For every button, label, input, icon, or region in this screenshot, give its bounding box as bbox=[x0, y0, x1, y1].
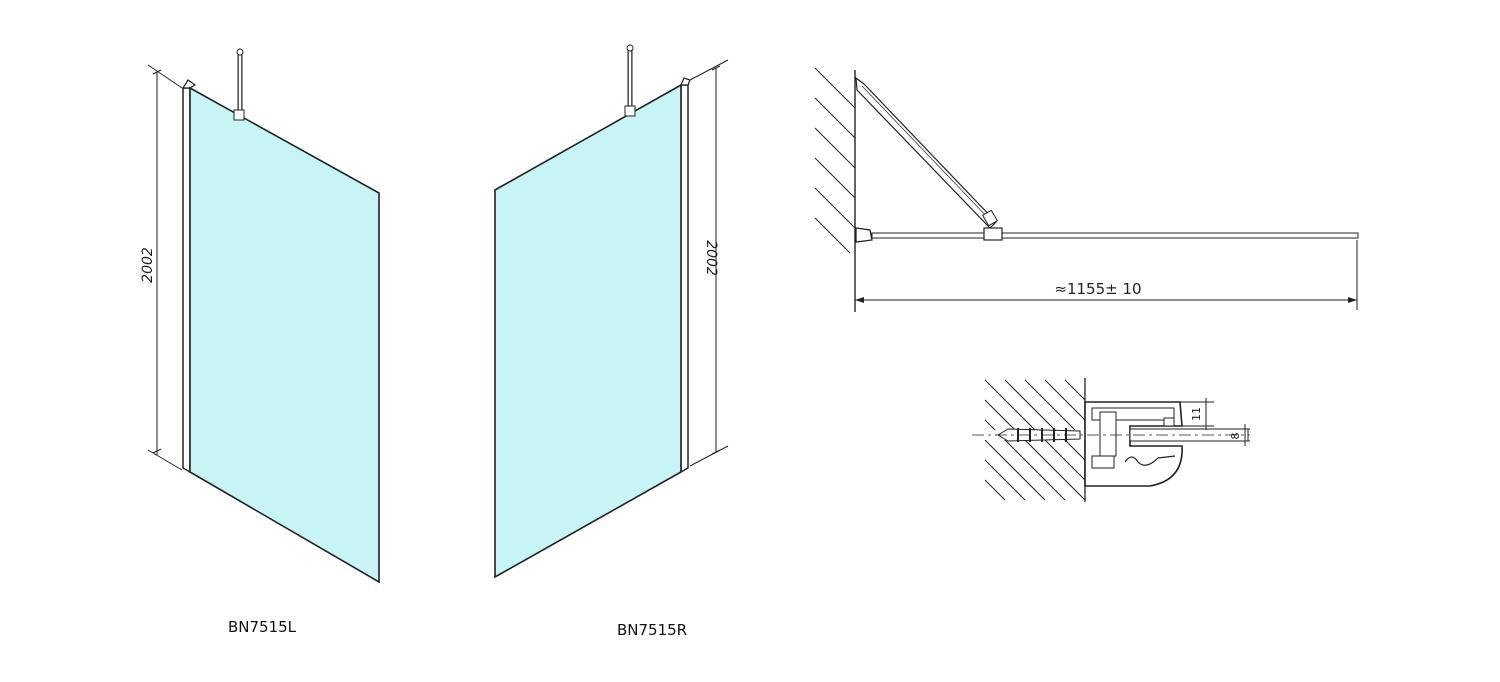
panel-left-wall-profile bbox=[182, 87, 191, 474]
plan-glass-panel bbox=[855, 227, 1359, 243]
panel-left-height-label: 2002 bbox=[140, 247, 156, 283]
detail-dim-11 bbox=[1180, 398, 1214, 430]
detail-dim-8 bbox=[1230, 424, 1250, 446]
panel-right-glass bbox=[494, 83, 682, 579]
model-label-left: BN7515L bbox=[228, 618, 297, 636]
panel-right-height-dimension bbox=[689, 59, 729, 467]
model-label-right: BN7515R bbox=[617, 621, 688, 639]
panel-right-support-arm bbox=[624, 44, 636, 117]
detail-dim-8-label: 8 bbox=[1229, 433, 1242, 440]
plan-wall-hatch bbox=[814, 67, 856, 254]
profile-detail: 11 8 bbox=[972, 378, 1250, 502]
panel-right-drawing: 2002 bbox=[494, 44, 729, 579]
detail-aluminium-profile bbox=[1084, 401, 1183, 487]
panel-right-wall-profile bbox=[680, 84, 689, 474]
plan-width-label: ≈1155± 10 bbox=[1054, 280, 1141, 298]
panel-left-drawing: 2002 bbox=[140, 48, 380, 584]
panel-right-height-label: 2002 bbox=[703, 240, 719, 276]
plan-view: ≈1155± 10 bbox=[814, 67, 1359, 312]
panel-left-height-dimension bbox=[147, 64, 183, 471]
panel-left-glass bbox=[189, 86, 380, 584]
plan-support-bar bbox=[855, 76, 999, 229]
detail-dim-11-label: 11 bbox=[1190, 407, 1203, 421]
plan-width-dimension bbox=[854, 240, 1358, 310]
panel-left-support-arm bbox=[233, 48, 245, 121]
